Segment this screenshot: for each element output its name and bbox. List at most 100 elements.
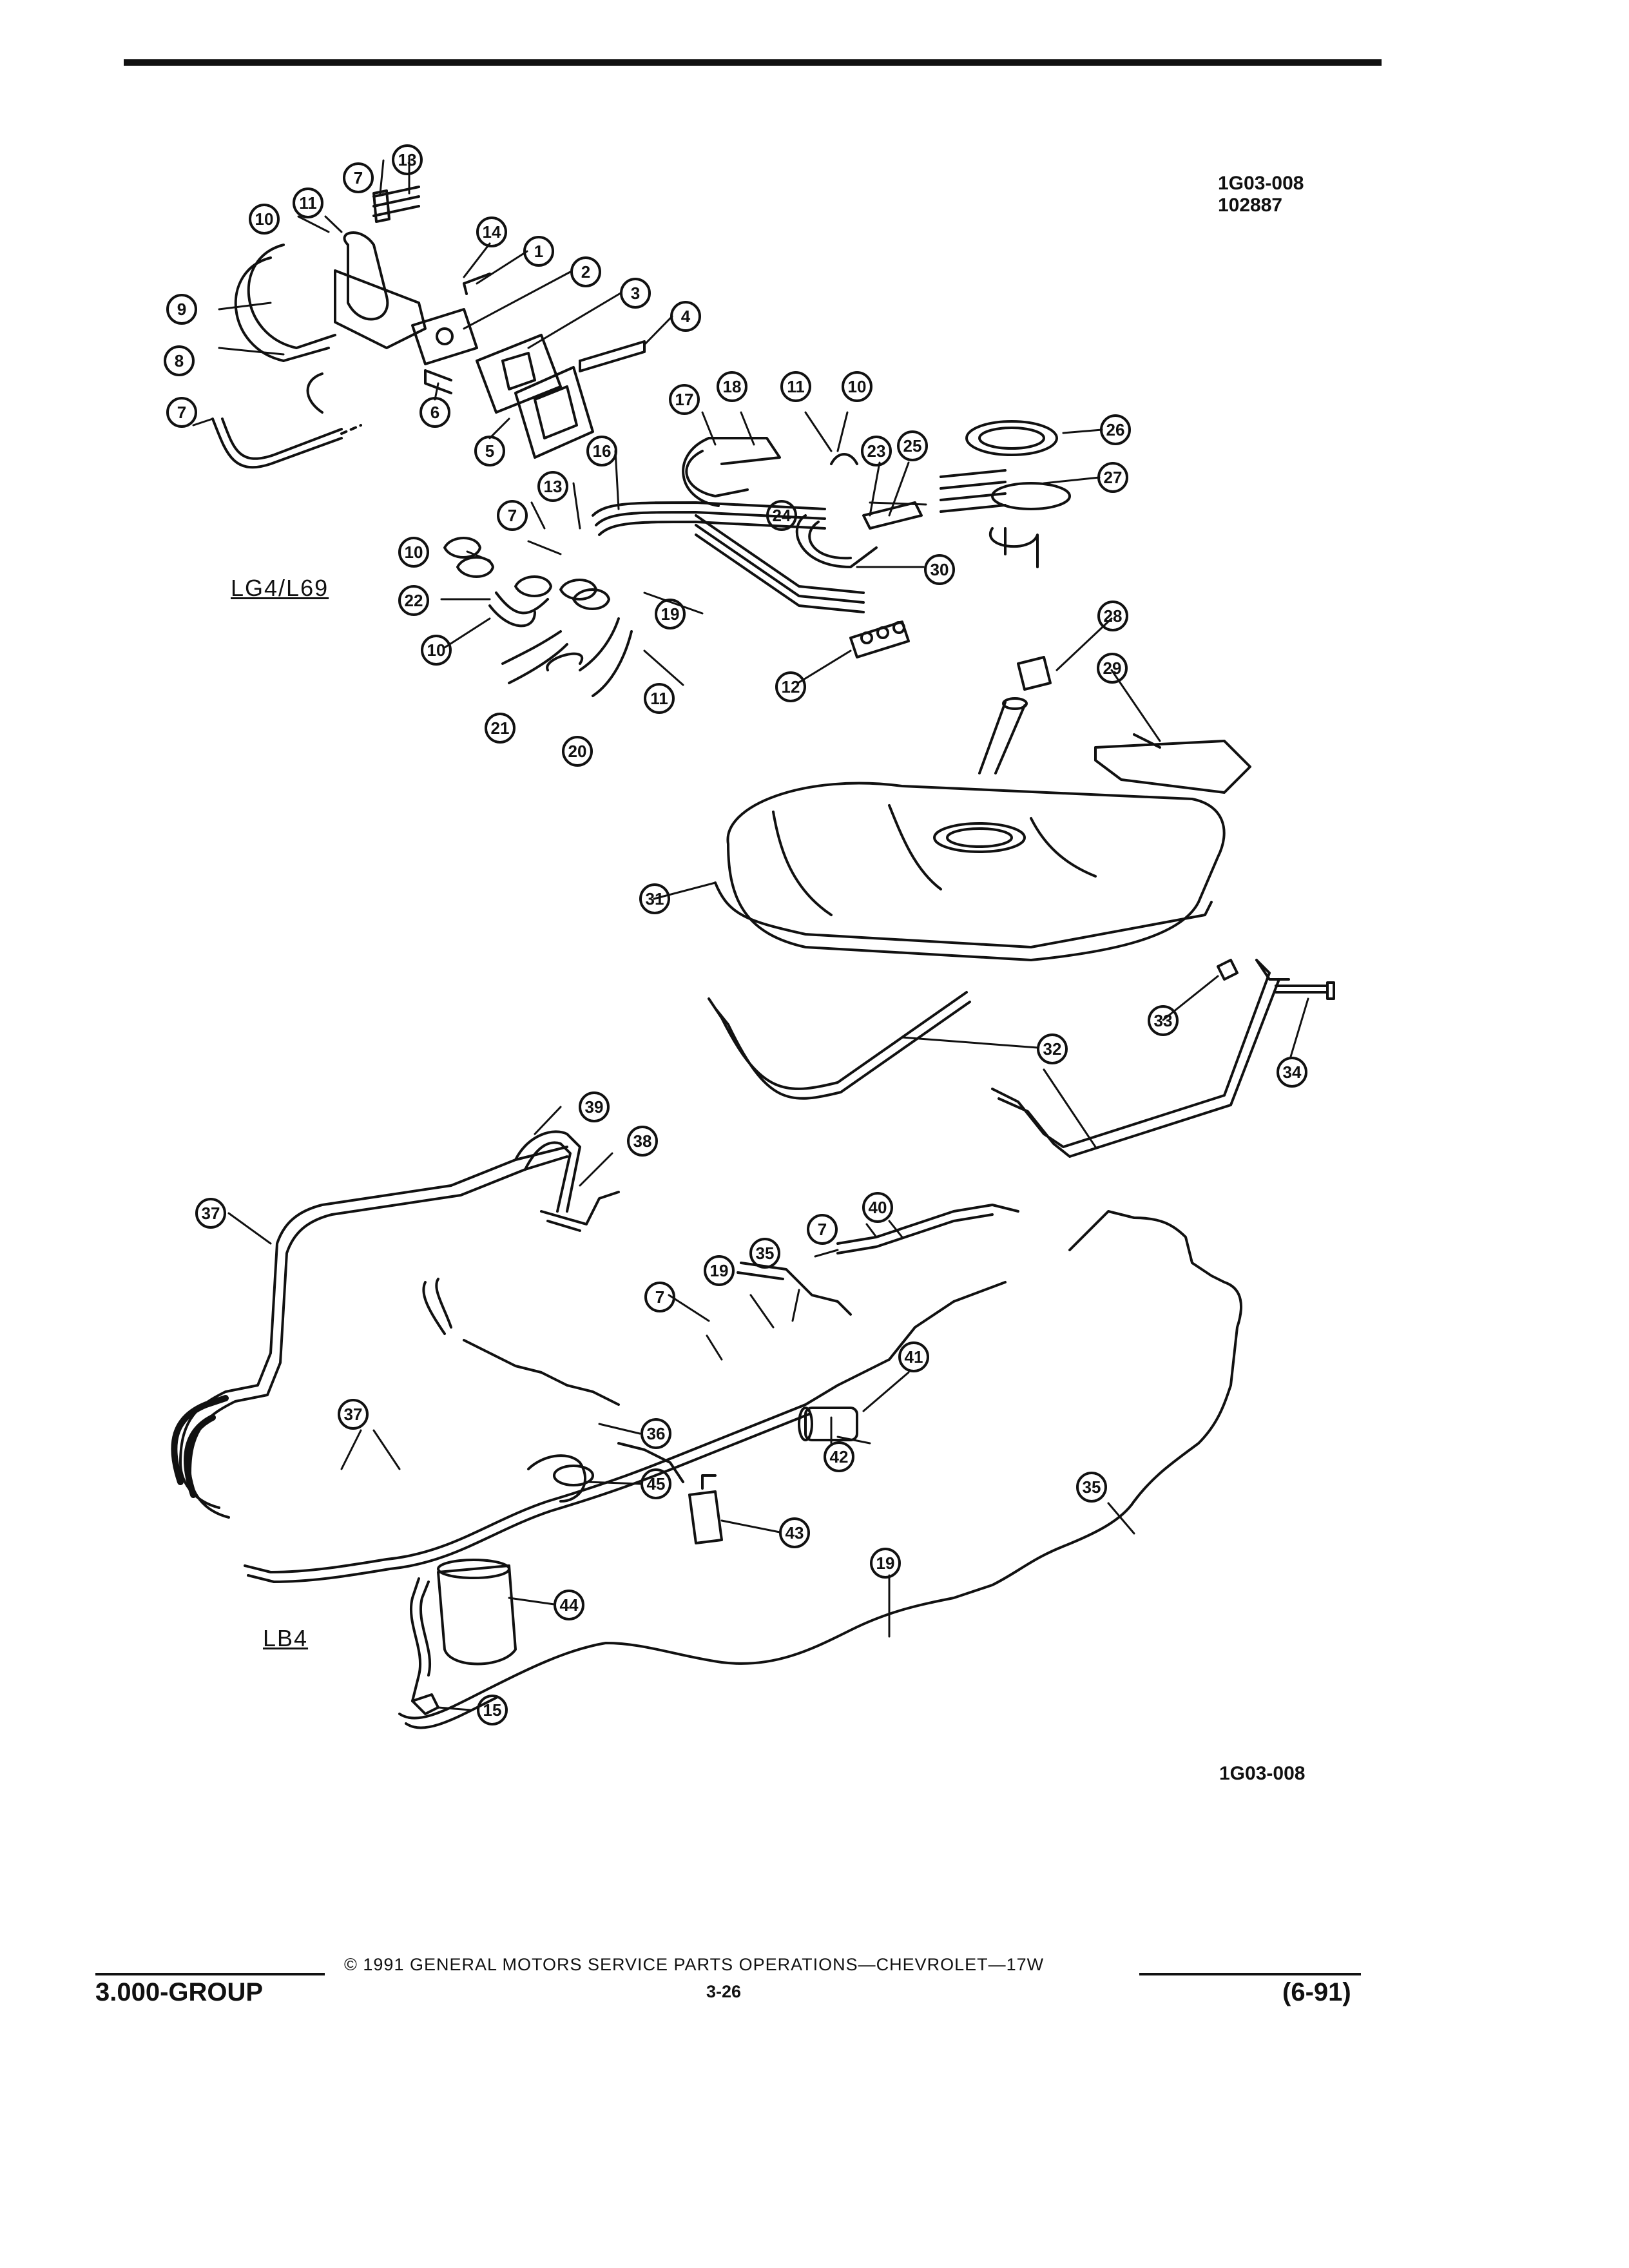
callout-31: 31 [639, 883, 670, 914]
callout-22-label: 22 [405, 591, 423, 610]
callout-30: 30 [924, 554, 955, 585]
callout-44: 44 [554, 1590, 584, 1620]
footer-left-rule [95, 1973, 325, 1975]
callout-10-top-label: 10 [848, 377, 867, 396]
callout-10-left-label: 10 [405, 543, 423, 562]
footer-group-label: 3.000-GROUP [95, 1978, 264, 2006]
hose-22 [488, 591, 549, 628]
callout-27-label: 27 [1104, 468, 1123, 487]
engine-variant-label-lb4: LB4 [263, 1625, 309, 1651]
hose-20 [579, 617, 633, 697]
pump-bolt-6 [424, 369, 452, 394]
callout-9: 9 [166, 294, 197, 325]
illustration-date-code: 102887 [1218, 195, 1283, 216]
callout-18-label: 18 [723, 377, 742, 396]
shield-29 [1094, 733, 1251, 794]
callout-12-label: 12 [782, 677, 800, 697]
callout-11-top: 11 [780, 371, 811, 402]
callout-7-pump: 7 [343, 162, 374, 193]
callout-6-label: 6 [430, 403, 439, 422]
callout-28: 28 [1097, 601, 1128, 631]
callout-42-label: 42 [830, 1447, 849, 1466]
callout-32: 32 [1037, 1033, 1068, 1064]
callout-37-lower-label: 37 [344, 1405, 363, 1424]
callouts: 1 2 3 4 5 6 7 7 7 7 7 8 9 10 10 10 10 11… [164, 144, 1307, 1725]
callout-11-pump-label: 11 [299, 193, 317, 213]
leaders-lower [227, 1106, 1135, 1711]
callout-19-bottom-label: 19 [876, 1553, 895, 1573]
callout-14-label: 14 [483, 222, 501, 242]
callout-28-label: 28 [1104, 606, 1123, 626]
callout-36: 36 [641, 1418, 671, 1449]
callout-8-label: 8 [175, 351, 184, 370]
engine-variant-label-lg4: LG4/L69 [231, 575, 329, 601]
callout-33-label: 33 [1154, 1011, 1173, 1030]
callout-19-lower-label: 19 [710, 1261, 729, 1280]
valve-45 [553, 1465, 594, 1486]
callout-7-lower-a: 7 [807, 1214, 838, 1245]
callout-16: 16 [586, 436, 617, 466]
callout-30-label: 30 [930, 560, 949, 579]
callout-4-label: 4 [681, 307, 691, 326]
leaders-tank [653, 881, 1309, 1148]
callout-10-top: 10 [842, 371, 872, 402]
callout-29-label: 29 [1103, 658, 1122, 678]
callout-19-lower: 19 [704, 1255, 735, 1286]
callout-25: 25 [897, 430, 928, 461]
callout-21: 21 [485, 713, 516, 744]
hose-21 [501, 630, 568, 684]
callout-19-bottom: 19 [870, 1548, 901, 1579]
callout-14: 14 [476, 216, 507, 247]
callout-7-mid: 7 [497, 500, 528, 531]
callout-40: 40 [862, 1192, 893, 1223]
callout-33: 33 [1148, 1005, 1179, 1036]
callout-10-left: 10 [398, 537, 429, 568]
callout-24-label: 24 [773, 506, 791, 525]
callout-6: 6 [419, 397, 450, 428]
bolt-34 [1275, 981, 1335, 1000]
callout-31-label: 31 [646, 889, 664, 908]
callout-13-pump-label: 13 [398, 150, 417, 169]
fuel-lines-lg4 [592, 437, 923, 613]
callout-39-label: 39 [585, 1097, 604, 1117]
callout-2: 2 [570, 256, 601, 287]
callout-29: 29 [1097, 653, 1128, 684]
callout-40-label: 40 [869, 1198, 887, 1217]
callout-38: 38 [627, 1126, 658, 1157]
callout-7-lower-b-label: 7 [655, 1287, 664, 1307]
pump-plate-3 [476, 334, 562, 414]
leaders-upper-left [192, 157, 673, 439]
top-rule [124, 59, 1382, 66]
callout-21-label: 21 [491, 718, 510, 738]
callout-11-lower-label: 11 [650, 689, 668, 708]
callout-44-label: 44 [560, 1595, 579, 1615]
callout-27: 27 [1097, 462, 1128, 493]
nut-33 [1217, 959, 1239, 981]
pump-pushrod-4 [579, 340, 646, 372]
callout-20: 20 [562, 736, 593, 767]
callout-34-label: 34 [1283, 1062, 1302, 1082]
callout-3-label: 3 [631, 284, 640, 303]
callout-41: 41 [898, 1341, 929, 1372]
callout-43: 43 [779, 1517, 810, 1548]
fuel-line-7-upper [211, 418, 343, 469]
illustration-code: 1G03-008 [1218, 173, 1304, 194]
callout-5: 5 [474, 436, 505, 466]
callout-1: 1 [523, 236, 554, 267]
callout-37-upper-label: 37 [202, 1204, 220, 1223]
callout-41-label: 41 [905, 1347, 923, 1367]
footer-page-number: 3-26 [706, 1982, 742, 2001]
callout-45-label: 45 [647, 1474, 666, 1494]
callout-18: 18 [717, 371, 747, 402]
canister-44 [437, 1559, 517, 1666]
callout-42: 42 [824, 1441, 854, 1472]
float-30 [989, 527, 1039, 568]
callout-35-right-label: 35 [1083, 1477, 1101, 1497]
footer-copyright: © 1991 GENERAL MOTORS SERVICE PARTS OPER… [344, 1955, 1045, 1974]
callout-13-mid-label: 13 [544, 477, 563, 496]
callout-9-label: 9 [177, 300, 186, 319]
sender-27 [940, 469, 1071, 513]
solenoid-43 [688, 1474, 723, 1544]
callout-32-label: 32 [1043, 1039, 1062, 1059]
